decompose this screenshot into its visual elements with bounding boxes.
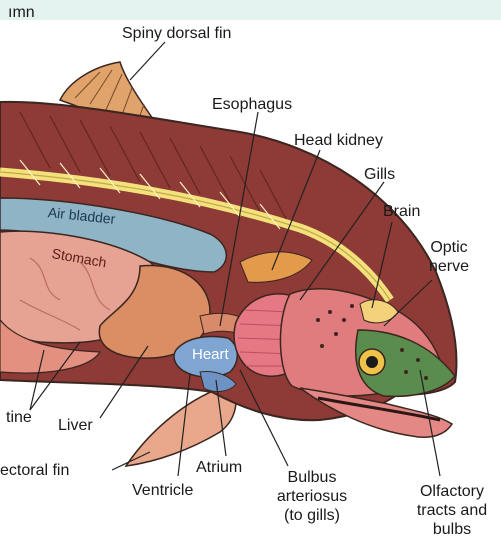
label-optic-nerve-line2: nerve [420, 257, 478, 276]
label-brain: Brain [383, 202, 420, 221]
label-olfactory: Olfactory tracts and bulbs [406, 482, 498, 539]
label-bulbus-line1: Bulbus [262, 468, 362, 487]
label-olfactory-line3: bulbs [406, 520, 498, 539]
label-bulbus-line2: arteriosus [262, 487, 362, 506]
label-gills: Gills [364, 165, 395, 184]
top-band [0, 0, 501, 20]
label-liver: Liver [58, 416, 93, 435]
label-optic-nerve: Optic nerve [420, 238, 478, 276]
label-optic-nerve-line1: Optic [420, 238, 478, 257]
label-top-left-partial: ımn [8, 3, 35, 22]
label-olfactory-line2: tracts and [406, 501, 498, 520]
label-bulbus-arteriosus: Bulbus arteriosus (to gills) [262, 468, 362, 525]
label-atrium: Atrium [196, 458, 242, 477]
label-esophagus: Esophagus [212, 95, 292, 114]
label-intestine-partial: tine [6, 408, 32, 427]
label-ventricle: Ventricle [132, 481, 193, 500]
label-heart: Heart [192, 347, 229, 363]
pupil [366, 356, 378, 368]
label-spiny-dorsal-fin: Spiny dorsal fin [122, 24, 231, 43]
label-bulbus-line3: (to gills) [262, 506, 362, 525]
label-head-kidney: Head kidney [294, 131, 383, 150]
label-olfactory-line1: Olfactory [406, 482, 498, 501]
label-pectoral-fin-partial: ectoral fin [0, 461, 69, 480]
